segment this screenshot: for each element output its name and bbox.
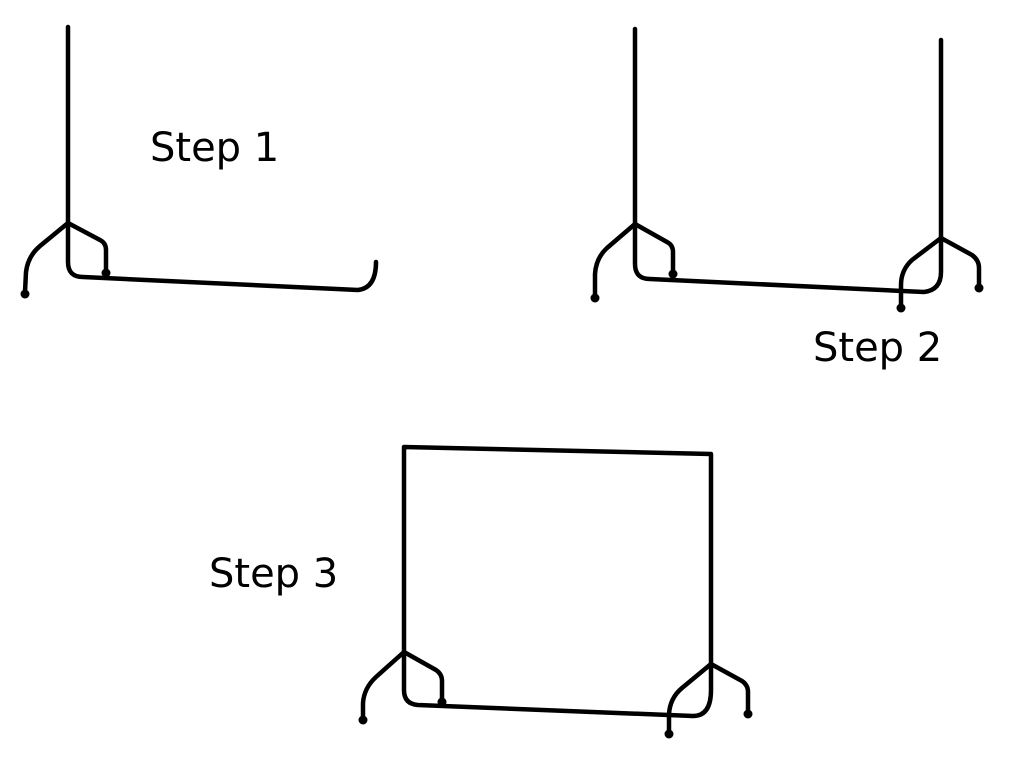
step-3-label: Step 3 [209, 551, 339, 597]
rail-step-3-illustration [358, 444, 753, 739]
step-3-right-wheel-front [664, 729, 674, 739]
step-1-left-wheel [20, 289, 30, 299]
rail-step-2-illustration [590, 26, 984, 313]
step-2-right-wheel-front [896, 303, 906, 313]
step-2-left-upright-pole [632, 26, 944, 295]
step-2-right-wheel-back [974, 283, 984, 293]
step-2-left-wheel-outer [590, 293, 600, 303]
step-2-label: Step 2 [813, 325, 943, 371]
step-3-left-wheel-outer [358, 715, 368, 725]
step-1-label: Step 1 [150, 125, 280, 171]
step-1-left-leg [22, 220, 71, 295]
step-2-left-wheel-inner [668, 269, 678, 279]
step-3-left-leg-outer [360, 649, 407, 721]
step-2-right-leg-back [938, 235, 982, 289]
step-1-right-leg [65, 220, 109, 274]
step-3-left-wheel-inner [437, 697, 447, 707]
step-2-left-leg-inner [632, 221, 676, 275]
step-3-left-leg-inner [401, 649, 445, 703]
step-2-left-leg-outer [592, 221, 638, 299]
step-3-right-leg-front [666, 661, 714, 735]
step-1-upright-pole [65, 24, 379, 293]
step-3-right-wheel-back [743, 709, 753, 719]
step-3-right-leg-back [708, 661, 751, 715]
step-2-right-leg-front [898, 235, 944, 309]
step-3-frame [401, 444, 714, 719]
rail-step-1-illustration [20, 24, 379, 299]
step-1-right-wheel [101, 268, 111, 278]
